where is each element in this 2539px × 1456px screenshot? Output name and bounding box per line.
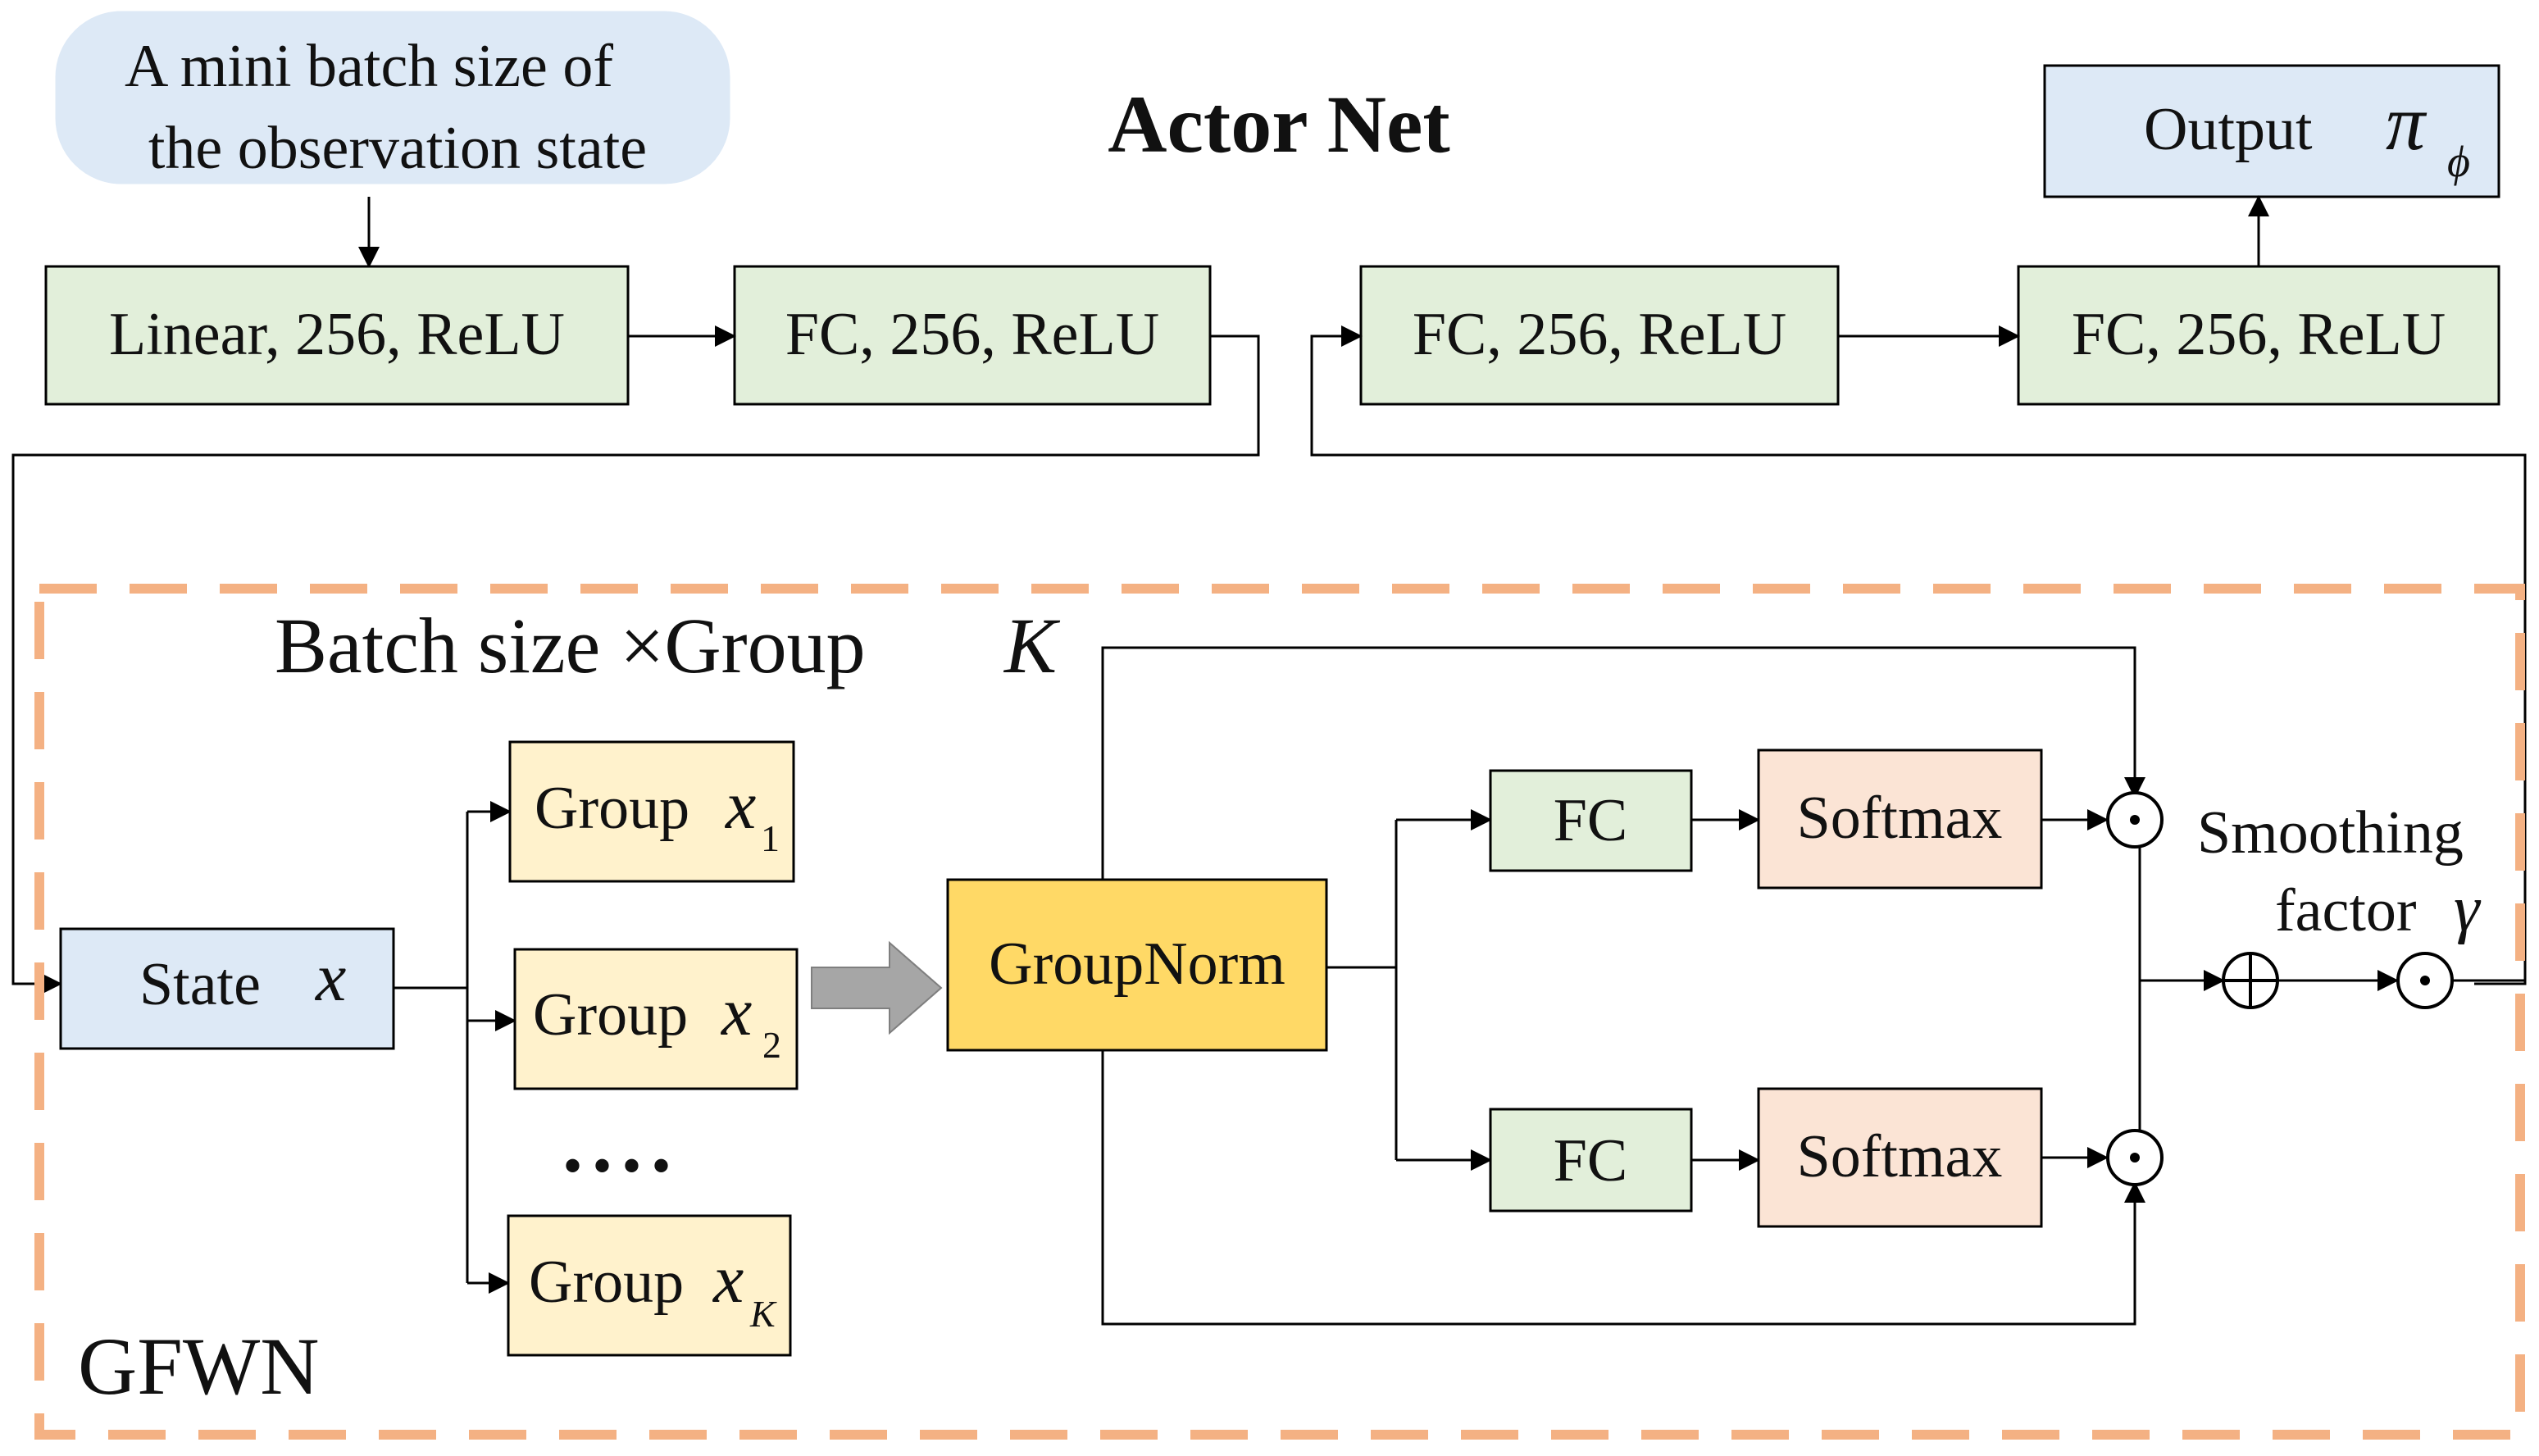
softmax-bottom-label: Softmax <box>1797 1123 2003 1190</box>
skip-connection-top <box>1101 646 2145 880</box>
group-k-label: Group <box>529 1249 684 1316</box>
fc-top-label: FC <box>1554 787 1628 854</box>
gfwn-label: GFWN <box>78 1321 319 1412</box>
connector-gfwn-to-fc2 <box>1310 325 2527 985</box>
output-phi-subscript: ϕ <box>2447 137 2470 186</box>
input-bubble-line1: A mini batch size of <box>125 33 613 100</box>
group-1-box <box>508 740 795 883</box>
fc-layer-1-label: FC, 256, ReLU <box>785 301 1159 368</box>
group-1-subscript: 1 <box>761 817 780 859</box>
linear-layer-box <box>44 265 630 406</box>
softmax-top-label: Softmax <box>1797 785 2003 852</box>
fc-layer-2-label: FC, 256, ReLU <box>1413 301 1786 368</box>
fc-bottom-box <box>1489 1108 1693 1213</box>
softmax-bottom-box <box>1757 1087 2043 1228</box>
smoothing-multiply-node <box>2396 952 2454 1009</box>
groups-ellipsis: • • • • <box>564 1139 670 1193</box>
group-2-label: Group <box>533 981 688 1049</box>
group-1-label: Group <box>535 775 689 842</box>
gfwn-container <box>34 584 2525 1440</box>
fc-layer-3-label: FC, 256, ReLU <box>2072 301 2446 368</box>
group-1-var: x <box>724 767 756 844</box>
group-2-subscript: 2 <box>762 1024 781 1066</box>
group-k-var: x <box>712 1241 744 1317</box>
add-node <box>2222 952 2279 1009</box>
smoothing-label-line2: factor <box>2275 877 2417 944</box>
group-k-box <box>507 1214 792 1357</box>
output-box <box>2043 64 2500 198</box>
multiply-node-bottom <box>2106 1129 2164 1186</box>
fc-top-box <box>1489 769 1693 872</box>
output-label: Output <box>2144 96 2313 163</box>
group-k-subscript: K <box>749 1293 777 1335</box>
group-2-var: x <box>720 974 752 1050</box>
batch-size-label: Batch size ×Group <box>275 602 866 689</box>
input-bubble <box>55 11 730 184</box>
skip-connection-bottom <box>1101 1050 2145 1326</box>
smoothing-gamma-var: γ <box>2454 873 2482 945</box>
input-bubble-line2: the observation state <box>148 115 647 182</box>
groupnorm-label: GroupNorm <box>989 930 1285 998</box>
smoothing-label-line1: Smoothing <box>2197 799 2464 867</box>
batch-size-var: K <box>1003 602 1061 689</box>
softmax-top-box <box>1757 748 2043 890</box>
state-label: State <box>139 951 261 1018</box>
gray-block-arrow <box>811 940 943 1035</box>
fc-layer-3-box <box>2017 265 2500 406</box>
multiply-node-top <box>2106 791 2164 849</box>
groupnorm-box <box>946 878 1328 1052</box>
fc-layer-2-box <box>1359 265 1840 406</box>
connector-fc1-to-state <box>11 334 1260 994</box>
fc-layer-1-box <box>733 265 1212 406</box>
fc-bottom-label: FC <box>1554 1127 1628 1194</box>
diagram-title: Actor Net <box>1108 79 1449 170</box>
group-2-box <box>513 948 799 1090</box>
linear-layer-label: Linear, 256, ReLU <box>109 301 565 368</box>
output-pi-symbol: π <box>2386 79 2428 166</box>
state-var: x <box>314 940 346 1016</box>
state-box <box>59 927 395 1050</box>
